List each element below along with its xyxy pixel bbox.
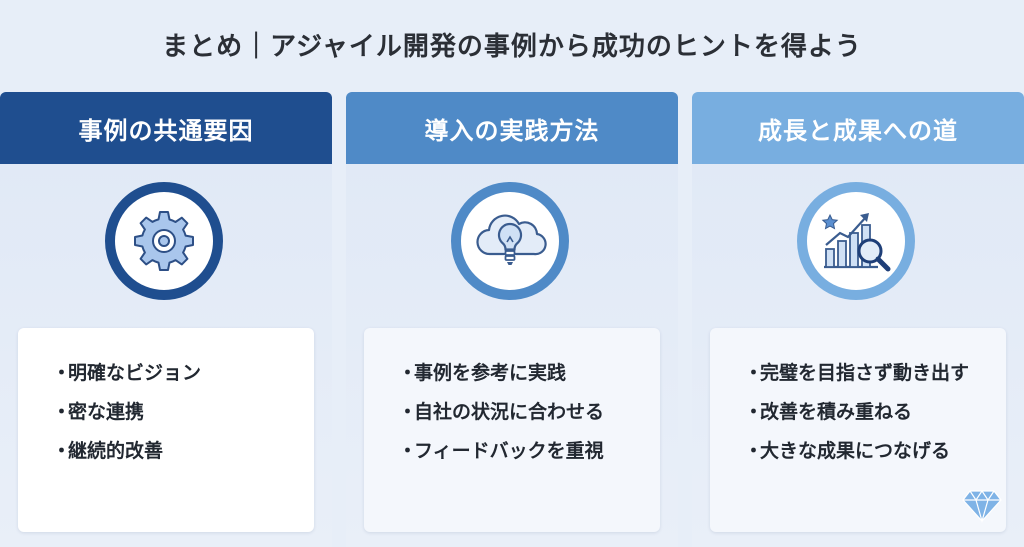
column-header: 導入の実践方法 (346, 92, 678, 164)
bullet-mark: ・ (744, 440, 764, 462)
column-implementation: 導入の実践方法 ・事例を参考に実践 ・自社の状況に合わせる ・フィードバックを重… (346, 92, 678, 547)
bullet-mark: ・ (398, 401, 418, 423)
cloud-lightbulb-icon (476, 214, 547, 265)
diamond-icon (962, 489, 1002, 523)
list-item: ・大きな成果につなげる (744, 432, 1006, 471)
column-growth: 成長と成果への道 ・完璧を目指さず動き出す ・改善を積み重ねる ・大きな成果につ… (692, 92, 1024, 547)
list-item: ・明確なビジョン (52, 354, 314, 393)
list-item: ・密な連携 (52, 393, 314, 432)
growth-chart-magnifier-icon (821, 213, 891, 272)
column-header: 事例の共通要因 (0, 92, 332, 164)
bullet-mark: ・ (744, 362, 764, 384)
icon-circle (451, 182, 569, 300)
title-bar: まとめ｜アジャイル開発の事例から成功のヒントを得よう (0, 0, 1024, 88)
column-header-label: 導入の実践方法 (424, 116, 600, 145)
list-item: ・完璧を目指さず動き出す (744, 354, 1006, 393)
list-item: ・改善を積み重ねる (744, 393, 1006, 432)
bullet-mark: ・ (744, 401, 764, 423)
column-common-factors: 事例の共通要因 ・明確なビジョン ・密な連携 ・継続的改善 (0, 92, 332, 547)
bullet-mark: ・ (398, 440, 418, 462)
bullet-mark: ・ (52, 362, 72, 384)
icon-circle (797, 182, 915, 300)
column-header-label: 事例の共通要因 (78, 116, 254, 145)
column-header: 成長と成果への道 (692, 92, 1024, 164)
icon-circle (105, 182, 223, 300)
list-item: ・自社の状況に合わせる (398, 393, 660, 432)
summary-card: ・完璧を目指さず動き出す ・改善を積み重ねる ・大きな成果につなげる (710, 328, 1006, 532)
summary-card: ・事例を参考に実践 ・自社の状況に合わせる ・フィードバックを重視 (364, 328, 660, 532)
column-header-label: 成長と成果への道 (758, 116, 958, 145)
summary-card: ・明確なビジョン ・密な連携 ・継続的改善 (18, 328, 314, 532)
list-item: ・継続的改善 (52, 432, 314, 471)
list-item: ・事例を参考に実践 (398, 354, 660, 393)
bullet-mark: ・ (52, 401, 72, 423)
bullet-mark: ・ (52, 440, 72, 462)
list-item: ・フィードバックを重視 (398, 432, 660, 471)
page-title: まとめ｜アジャイル開発の事例から成功のヒントを得よう (162, 31, 862, 62)
bullet-mark: ・ (398, 362, 418, 384)
gear-icon (134, 211, 194, 271)
